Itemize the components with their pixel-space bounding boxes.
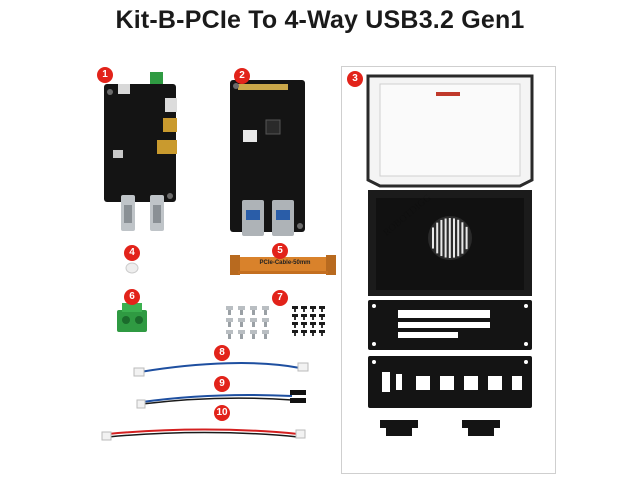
screw-shaft	[294, 325, 296, 328]
screw-head	[301, 306, 307, 309]
page-title: Kit-B-PCIe To 4-Way USB3.2 Gen1	[115, 6, 525, 34]
screw-head	[301, 330, 307, 333]
fan-grille-bar	[440, 219, 443, 257]
standoff-shaft	[228, 334, 231, 339]
screw-shaft	[321, 325, 323, 328]
fan-grille-bar	[448, 218, 451, 258]
screw-head	[310, 306, 316, 309]
screw-head	[301, 322, 307, 325]
standoff-head	[262, 318, 269, 322]
screw-head	[319, 330, 325, 333]
usb-hdmi-adapter-board	[104, 72, 177, 231]
screw-head	[292, 330, 298, 333]
screw-head	[319, 314, 325, 317]
screw-head	[310, 314, 316, 317]
screw-head	[301, 314, 307, 317]
standoff-shaft	[240, 310, 243, 315]
standoff-head	[250, 318, 257, 322]
screw-shaft	[312, 317, 314, 320]
standoff-shaft	[240, 334, 243, 339]
screw-head	[310, 322, 316, 325]
fan-grille-bar	[436, 222, 439, 254]
screw-shaft	[312, 309, 314, 312]
screw-shaft	[294, 333, 296, 336]
pcie-cable	[230, 255, 336, 275]
standoff-shaft	[264, 334, 267, 339]
standoff-head	[262, 330, 269, 334]
item-badge: 2	[234, 68, 250, 84]
standoff-head	[226, 330, 233, 334]
pcie-to-usb-board	[230, 80, 305, 236]
screw-head	[310, 330, 316, 333]
screw-shaft	[312, 325, 314, 328]
standoff-head	[250, 306, 257, 310]
dupont-cable	[136, 390, 306, 409]
screw-shaft	[312, 333, 314, 336]
item-badge: 9	[214, 376, 230, 392]
light-guide-cap	[125, 262, 139, 274]
screw-shaft	[303, 317, 305, 320]
screw-head	[292, 306, 298, 309]
screw-head	[292, 314, 298, 317]
standoff-head	[226, 318, 233, 322]
standoff-head	[226, 306, 233, 310]
screw-shaft	[303, 309, 305, 312]
screw-shaft	[321, 317, 323, 320]
item-badge: 1	[97, 67, 113, 83]
fan-grille-bar	[457, 219, 460, 257]
screw-shaft	[303, 333, 305, 336]
item-badge: 4	[124, 245, 140, 261]
screw-head	[319, 322, 325, 325]
standoff-shaft	[252, 334, 255, 339]
metal-case	[366, 74, 534, 436]
standoff-shaft	[264, 310, 267, 315]
standoff-head	[262, 306, 269, 310]
screws-standoffs	[226, 306, 325, 339]
fan-grille-bar	[465, 226, 468, 250]
standoff-shaft	[240, 322, 243, 327]
item-badge: 5	[272, 243, 288, 259]
fan-grille-bar	[453, 218, 455, 258]
standoff-head	[238, 330, 245, 334]
cable-label: PCIe-Cable-50mm	[259, 260, 311, 266]
item-badge: 6	[124, 289, 140, 305]
screw-head	[319, 306, 325, 309]
standoff-shaft	[228, 310, 231, 315]
screw-shaft	[303, 325, 305, 328]
screw-shaft	[321, 333, 323, 336]
fan-grille-bar	[444, 218, 447, 258]
red-power-cable	[101, 428, 306, 441]
standoff-shaft	[252, 322, 255, 327]
screw-head	[292, 322, 298, 325]
item-badge: 8	[214, 345, 230, 361]
fan-grille-bar	[461, 222, 464, 254]
screw-shaft	[294, 309, 296, 312]
standoff-shaft	[228, 322, 231, 327]
standoff-head	[238, 306, 245, 310]
screw-shaft	[294, 317, 296, 320]
standoff-shaft	[252, 310, 255, 315]
standoff-shaft	[264, 322, 267, 327]
case-frame	[341, 66, 556, 474]
screw-shaft	[321, 309, 323, 312]
blue-cable	[133, 362, 309, 377]
item-badge: 3	[347, 71, 363, 87]
standoff-head	[238, 318, 245, 322]
terminal-block	[117, 303, 147, 332]
item-badge: 10	[214, 405, 230, 421]
standoff-head	[250, 330, 257, 334]
fan-grille-bar	[432, 227, 434, 249]
item-badge: 7	[272, 290, 288, 306]
